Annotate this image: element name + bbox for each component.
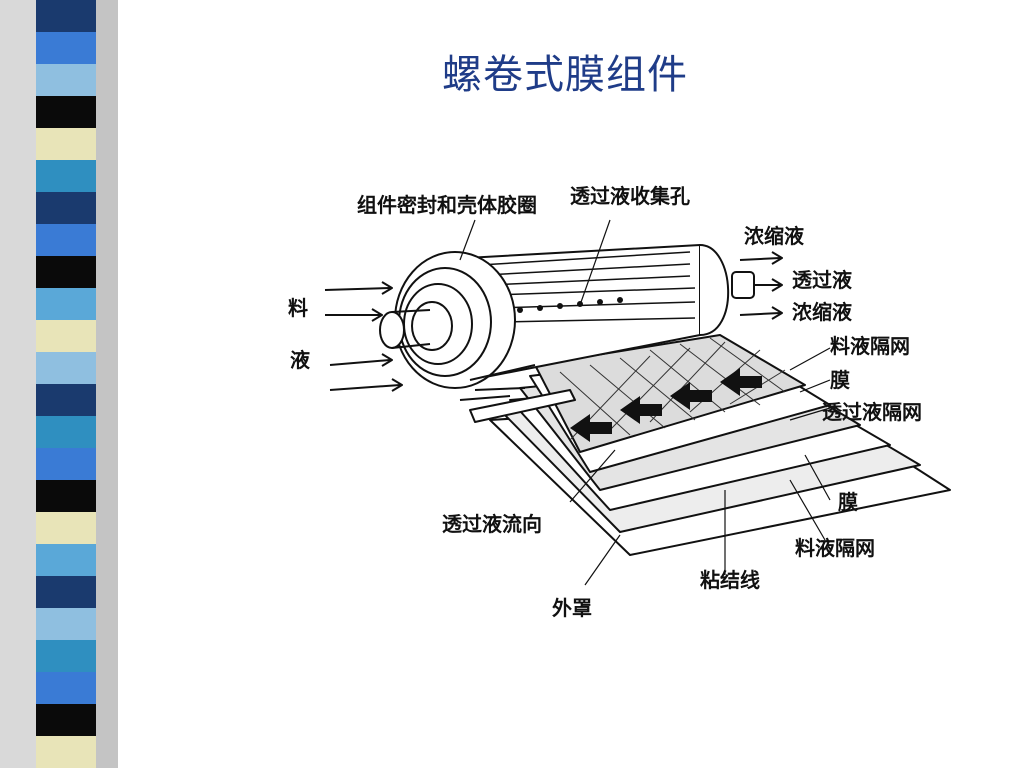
stripe-block [36,64,96,96]
label-membrane-top: 膜 [830,368,850,392]
label-permeate-out: 透过液 [792,268,852,292]
stripe-block [36,224,96,256]
stripe-block [36,672,96,704]
stripe-block [36,416,96,448]
stripe-block [36,256,96,288]
stripe-edge-shadow [96,0,118,768]
stripe-block [36,352,96,384]
unwound-sheets [459,364,536,401]
label-permeate-holes: 透过液收集孔 [570,184,690,208]
label-glue-line: 粘结线 [700,568,760,592]
stripe-block [36,384,96,416]
stripe-block [36,288,96,320]
feed-pipe-walls [391,309,431,349]
stripe-block [36,512,96,544]
label-feed-spacer-top: 料液隔网 [830,334,910,358]
stripe-block [36,544,96,576]
label-seal-ring: 组件密封和壳体胶圈 [357,193,537,217]
stripe-block [36,128,96,160]
label-feed-char-1: 料 [288,296,308,320]
label-feed-spacer-bottom: 料液隔网 [795,536,875,560]
stripe-block [36,96,96,128]
stripe-block [36,448,96,480]
spiral-wound-module-diagram [324,219,951,586]
stripe-block [36,640,96,672]
stripe-block [36,480,96,512]
stripe-block [36,736,96,768]
permeate-outlet-pipe [731,271,755,299]
feed-inlet-pipe [379,311,405,349]
outlet-arrows [739,251,783,320]
label-outer-cover: 外罩 [552,596,592,620]
stripe-block [36,576,96,608]
label-concentrate-mid: 浓缩液 [792,300,852,324]
stripe-block [36,32,96,64]
slide-title: 螺卷式膜组件 [442,52,688,98]
label-concentrate-top: 浓缩液 [744,224,804,248]
stripe-blocks [36,0,96,768]
stripe-block [36,608,96,640]
module-outlet-cap [699,244,730,336]
end-cap-core [411,301,453,351]
label-permeate-spacer: 透过液隔网 [822,400,922,424]
label-permeate-flow: 透过液流向 [442,512,542,536]
label-membrane-bottom: 膜 [838,490,858,514]
stripe-block [36,704,96,736]
leader-lines [459,219,831,586]
decorative-stripe [0,0,118,768]
stripe-block [36,192,96,224]
label-feed-char-2: 液 [290,348,310,372]
permeate-flow-arrows [570,368,762,442]
stripe-block [36,320,96,352]
glue-strip [469,389,576,423]
stripe-block [36,160,96,192]
feed-arrows [324,281,403,392]
stripe-block [36,0,96,32]
